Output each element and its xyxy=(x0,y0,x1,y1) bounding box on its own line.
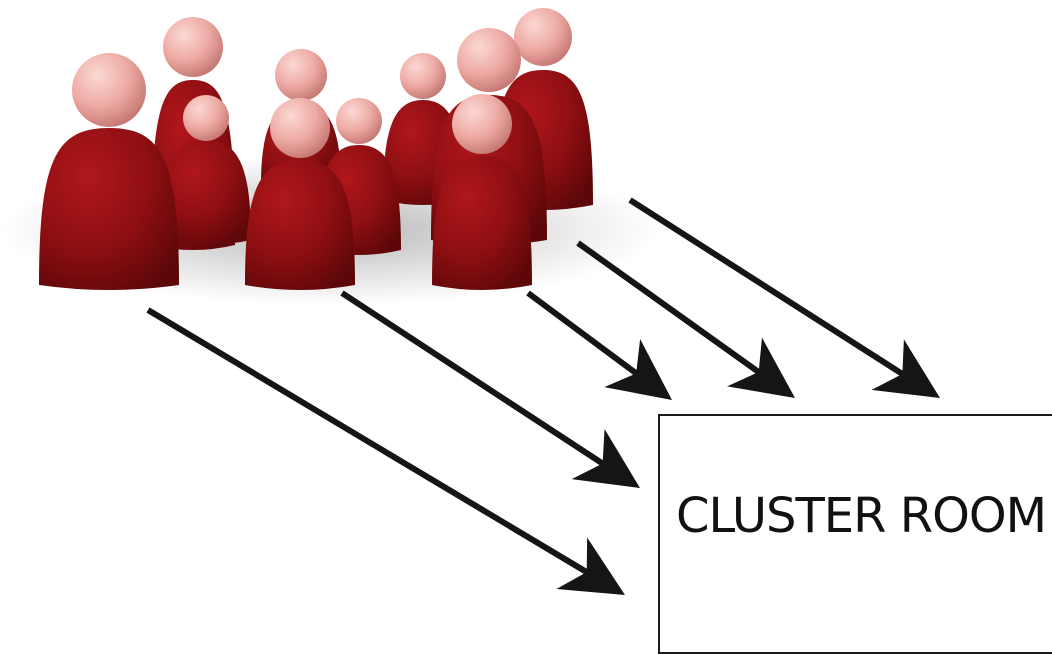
figure-body xyxy=(245,160,355,290)
figure-head xyxy=(163,17,223,77)
arrow-shaft xyxy=(340,290,606,467)
figure-head xyxy=(452,94,512,154)
arrow-head xyxy=(604,338,672,400)
person-figure-icon xyxy=(245,98,355,290)
arrow-head xyxy=(571,428,640,488)
people-group xyxy=(39,8,593,290)
arrow-icon xyxy=(340,290,640,488)
figure-body xyxy=(432,156,532,290)
figure-head xyxy=(514,8,572,66)
person-figure-icon xyxy=(432,94,532,290)
figure-head xyxy=(270,98,330,158)
arrow-head xyxy=(556,537,625,595)
figure-head xyxy=(275,49,327,101)
people-to-cluster-room-diagram xyxy=(0,8,940,595)
figure-body xyxy=(161,140,251,245)
figure-head xyxy=(336,98,382,144)
arrow-icon xyxy=(628,197,940,398)
person-figure-icon xyxy=(39,53,179,290)
arrow-icon xyxy=(526,290,672,400)
arrow-shaft xyxy=(146,307,590,576)
arrow-shaft xyxy=(526,290,639,377)
arrow-shaft xyxy=(628,197,906,378)
figure-head xyxy=(457,28,521,92)
figure-head xyxy=(400,53,446,99)
arrow-icon xyxy=(576,240,795,398)
arrows-group xyxy=(146,197,940,595)
arrow-shaft xyxy=(576,240,762,376)
arrow-icon xyxy=(146,307,625,595)
cluster-room-label: CLUSTER ROOM xyxy=(676,488,1047,544)
person-figure-icon xyxy=(161,95,251,245)
arrow-head xyxy=(871,339,940,398)
arrow-head xyxy=(727,337,795,398)
figure-body xyxy=(39,128,179,290)
figure-head xyxy=(183,95,229,141)
figure-head xyxy=(72,53,146,127)
